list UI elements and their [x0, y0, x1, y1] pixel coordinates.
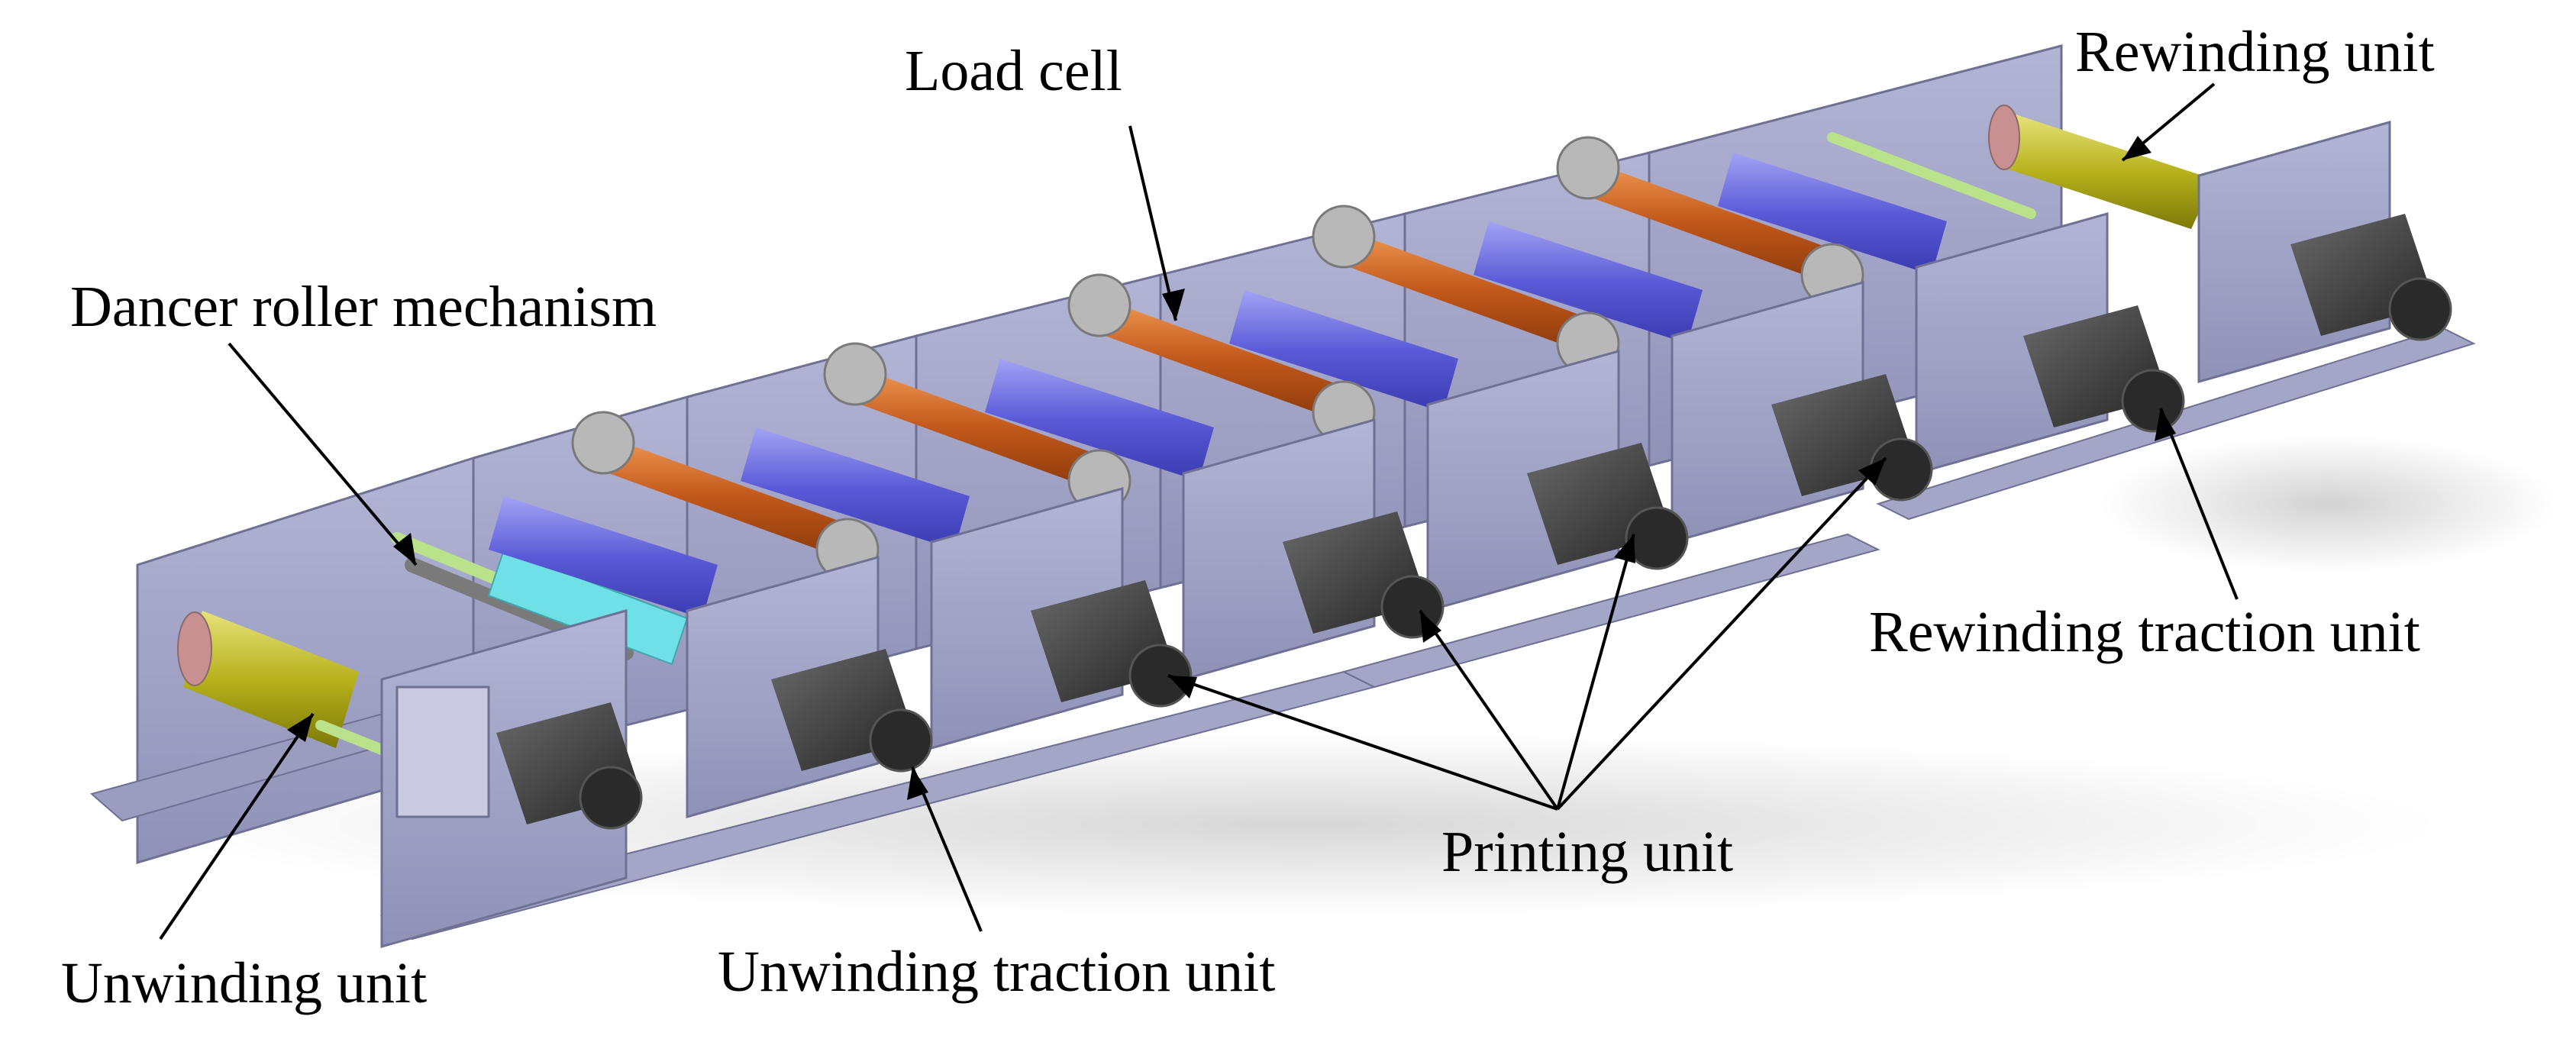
motor-unwinding [496, 702, 643, 830]
label-rewinding-unit: Rewinding unit [2075, 20, 2435, 84]
rewinding-roll [1827, 105, 2214, 229]
label-rewinding-traction-unit: Rewinding traction unit [1869, 600, 2420, 664]
label-printing-unit: Printing unit [1441, 820, 1734, 884]
leader-rewinding-traction [2159, 408, 2239, 600]
plate-rollers [588, 160, 1840, 557]
motor-rewinding [2290, 214, 2452, 341]
leader-load-cell [1128, 125, 1177, 321]
leader-printing-unit-d [1556, 456, 1887, 811]
motor-rewinding-traction [2023, 305, 2185, 433]
motor-printing-3 [1527, 443, 1689, 570]
motor-printing-2 [1283, 511, 1445, 639]
leader-unwinding-unit [159, 712, 315, 940]
leader-printing-unit-b [1419, 609, 1559, 811]
label-dancer-roller-mechanism: Dancer roller mechanism [70, 275, 657, 339]
leader-unwinding-traction [911, 766, 983, 932]
servo-motors [496, 214, 2452, 830]
label-unwinding-unit: Unwinding unit [61, 951, 428, 1015]
label-unwinding-traction-unit: Unwinding traction unit [718, 940, 1276, 1004]
ink-rollers [489, 153, 1947, 618]
leader-printing-unit-c [1556, 534, 1635, 810]
motor-unwinding-traction [771, 649, 933, 773]
leader-dancer-roller [228, 342, 418, 566]
motor-printing-1 [1031, 580, 1193, 708]
leader-lines [159, 82, 2239, 940]
leader-printing-unit-a [1167, 674, 1558, 811]
label-load-cell: Load cell [905, 39, 1122, 103]
base-plates [89, 327, 2476, 940]
